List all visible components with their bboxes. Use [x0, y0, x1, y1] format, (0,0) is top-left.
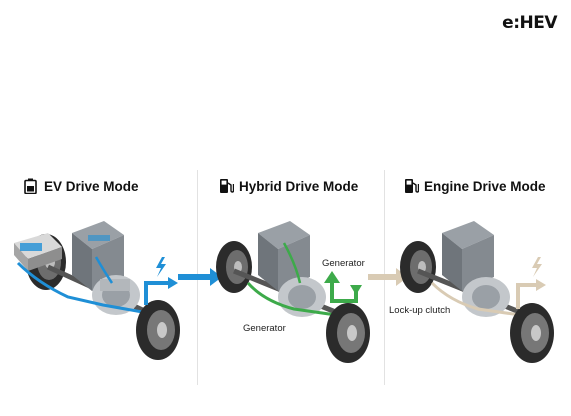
battery-pack: [14, 233, 62, 271]
fuel-pump-icon: [404, 178, 419, 194]
ev-drive-arrow: [144, 281, 170, 305]
rear-wheel: [216, 241, 252, 293]
engine-block: [442, 221, 494, 291]
hybrid-mode-label: Hybrid Drive Mode: [239, 178, 359, 194]
lightning-icon: [156, 257, 166, 277]
hybrid-powertrain-illustration: [204, 205, 384, 405]
hybrid-power-flow-line: [246, 281, 337, 317]
rear-wheel: [400, 241, 436, 293]
lockup-clutch-label: Lock-up clutch: [389, 305, 451, 316]
engine-mode-title: Engine Drive Mode: [404, 176, 546, 196]
ev-powertrain-illustration: [8, 205, 193, 405]
transition-arrow-ev-hybrid: [178, 268, 222, 291]
front-wheel: [326, 303, 370, 363]
lightning-icon: [532, 257, 542, 277]
ehev-logo: e:HEV: [502, 13, 557, 33]
engine-powertrain-illustration: [392, 205, 567, 405]
front-wheel: [510, 303, 554, 363]
ev-mode-title: EV Drive Mode: [24, 176, 139, 196]
ev-power-flow-line: [16, 261, 149, 315]
generator-label-bottom: Generator: [243, 323, 286, 334]
hybrid-mode-title: Hybrid Drive Mode: [219, 176, 358, 196]
engine-drive-arrow: [516, 283, 538, 309]
ev-mode-label: EV Drive Mode: [44, 178, 139, 194]
generator-label-top: Generator: [322, 258, 365, 269]
engine-mode-label: Engine Drive Mode: [424, 178, 546, 194]
front-wheel: [136, 300, 180, 360]
fuel-pump-icon: [219, 178, 234, 194]
engine-power-flow-line: [430, 281, 521, 317]
battery-icon: [24, 178, 38, 194]
